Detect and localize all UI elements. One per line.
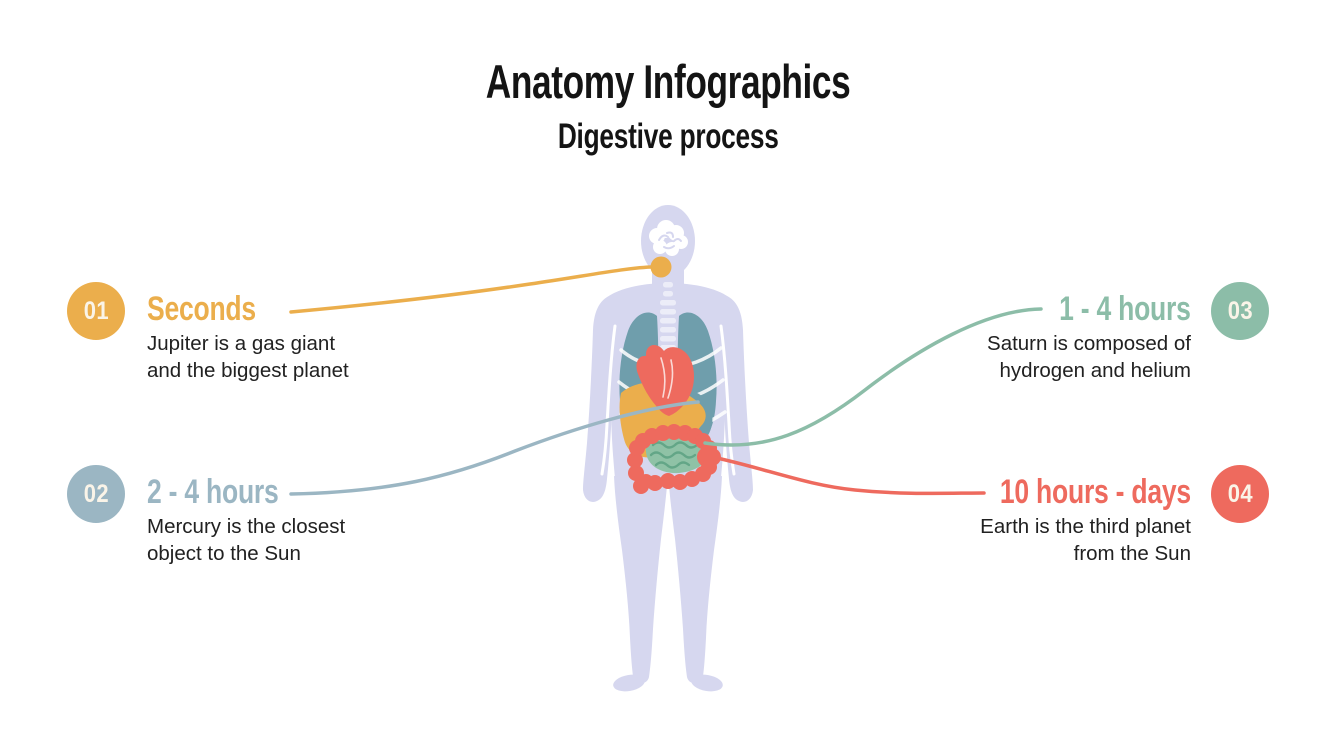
callout-body: Mercury is the closest object to the Sun — [147, 515, 346, 565]
connector-line-04 — [706, 454, 986, 496]
callout-heading: 10 hours - days — [999, 473, 1191, 511]
right-arm — [720, 294, 753, 502]
right-foot — [691, 674, 723, 692]
callout-heading: Seconds — [147, 290, 256, 328]
step-badge-03: 03 — [1211, 282, 1269, 340]
left-foot — [613, 674, 645, 692]
page-subtitle-text: Digestive process — [557, 117, 779, 156]
step-number: 04 — [1227, 479, 1253, 508]
step-number: 03 — [1227, 296, 1253, 325]
step-badge-01: 01 — [67, 282, 125, 340]
heart-vessels — [660, 357, 674, 399]
step-badge-02: 02 — [67, 465, 125, 523]
page-subtitle: Digestive process — [0, 117, 1336, 156]
callout-body: Saturn is composed of hydrogen and heliu… — [987, 332, 1191, 382]
callout-04: 10 hours - days Earth is the third plane… — [946, 474, 1191, 567]
callout-02: 2 - 4 hours Mercury is the closest objec… — [147, 474, 345, 567]
step-number: 02 — [83, 479, 109, 508]
connector-line-03 — [703, 307, 1043, 447]
callout-03: 1 - 4 hours Saturn is composed of hydrog… — [987, 291, 1191, 384]
callout-01: Seconds Jupiter is a gas giant and the b… — [147, 291, 349, 384]
callout-body: Jupiter is a gas giant and the biggest p… — [147, 332, 349, 382]
brain-detail — [658, 231, 682, 250]
heart — [636, 344, 694, 416]
left-arm — [583, 294, 616, 502]
mouth-marker — [650, 256, 672, 278]
connector-lines — [289, 265, 1043, 496]
callout-heading: 1 - 4 hours — [1059, 290, 1191, 328]
left-leg — [614, 476, 667, 684]
step-badge-04: 04 — [1211, 465, 1269, 523]
step-number: 01 — [83, 296, 109, 325]
connector-line-02 — [289, 400, 700, 496]
small-intestine-detail — [649, 441, 699, 469]
callout-body: Earth is the third planet from the Sun — [980, 515, 1191, 565]
callout-heading: 2 - 4 hours — [147, 473, 279, 511]
page-title: Anatomy Infographics — [0, 55, 1336, 108]
connector-line-01 — [289, 265, 653, 314]
right-leg — [669, 476, 722, 684]
page-title-text: Anatomy Infographics — [485, 55, 851, 108]
